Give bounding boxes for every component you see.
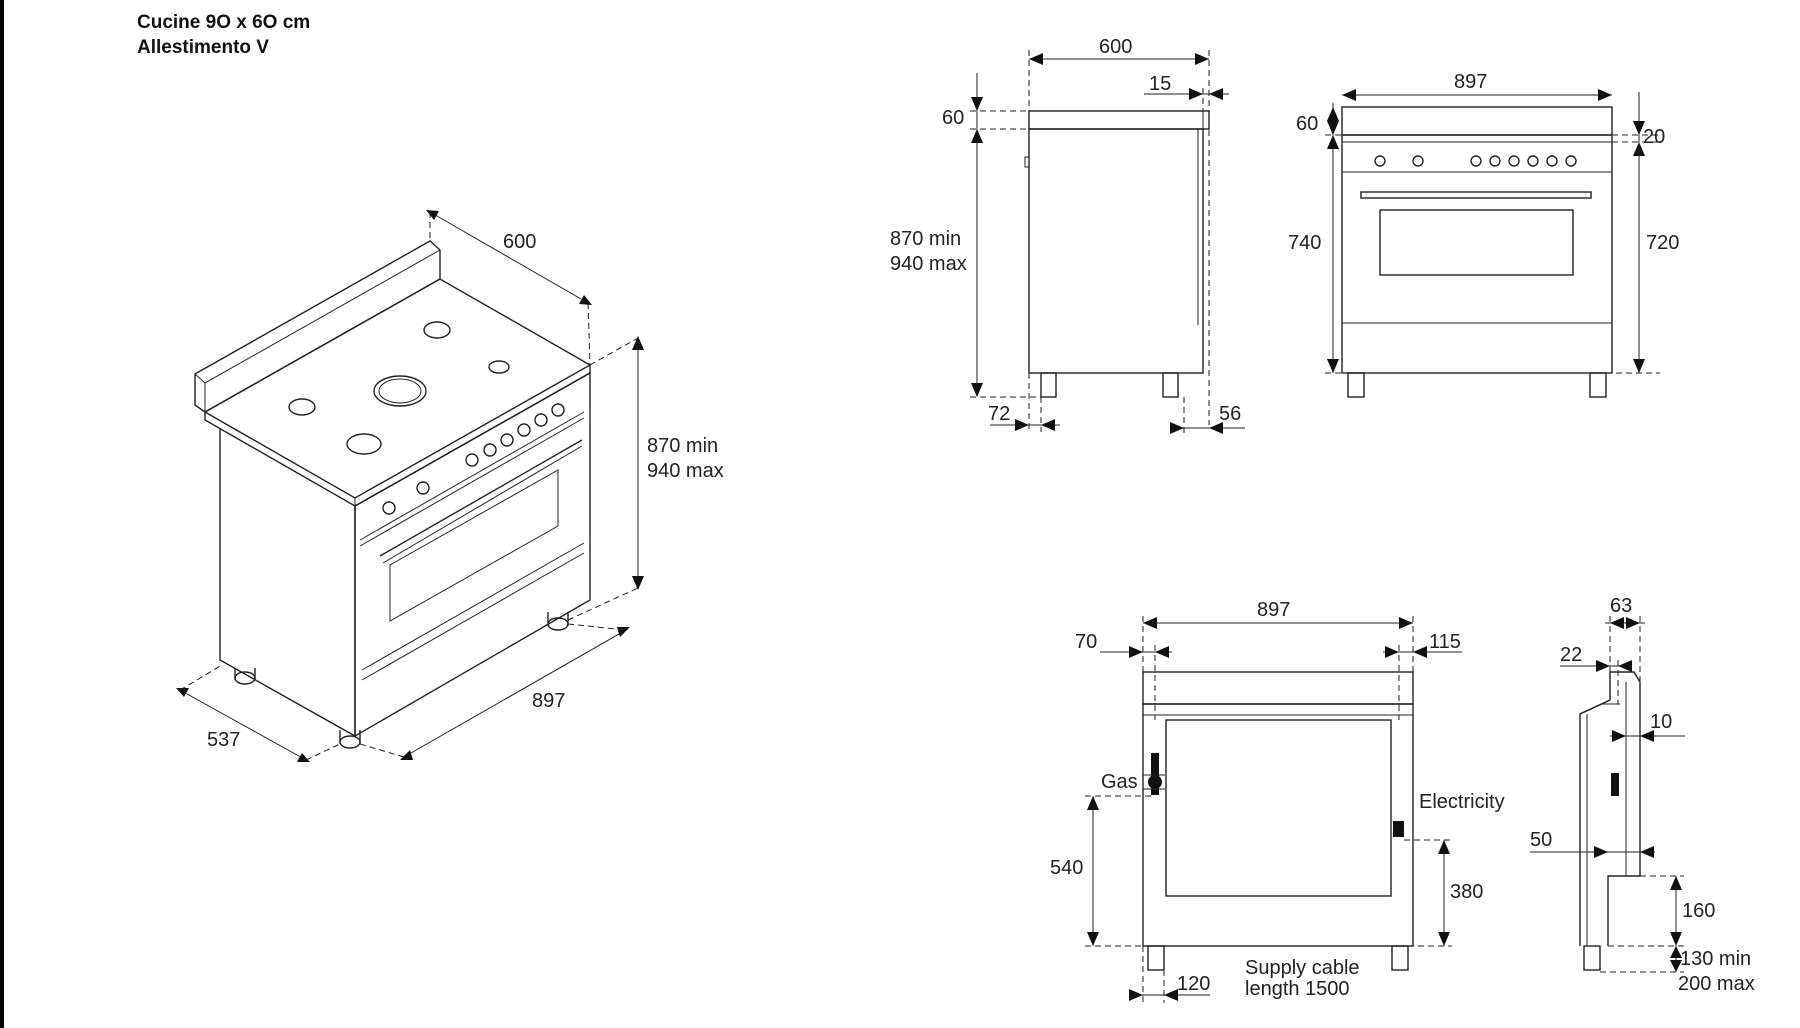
rear-view: Gas Electricity 897 70 115 540	[1050, 599, 1505, 1003]
front-backguard-height: 60	[1296, 113, 1318, 135]
side-view: 600 15 60 870 min 940 max 72 56	[890, 36, 1245, 435]
front-view: 897 60 740 20 720	[1288, 71, 1679, 398]
gas-connector	[1151, 753, 1159, 795]
side-rear-foot: 56	[1219, 403, 1241, 425]
burner-small-3	[488, 360, 510, 374]
iso-depth-label: 600	[503, 231, 536, 253]
iso-hob	[203, 278, 592, 499]
side-depth-label: 600	[1099, 36, 1132, 58]
side-body	[1028, 128, 1204, 374]
rear-width-label: 897	[1257, 599, 1290, 621]
rear-left-offset: 70	[1075, 631, 1097, 653]
iso-front	[354, 371, 591, 738]
iso-side-label: 537	[207, 729, 240, 751]
iso-knobs	[382, 403, 565, 515]
iso-backguard	[194, 240, 441, 413]
section-outline	[1579, 671, 1641, 946]
front-width-label: 897	[1454, 71, 1487, 93]
rear-backguard	[1142, 671, 1414, 705]
iso-width-label: 897	[532, 690, 565, 712]
iso-oven-window	[389, 469, 559, 622]
rear-gas-height: 540	[1050, 857, 1083, 879]
front-oven-handle	[1360, 191, 1592, 199]
cable-line-1: Supply cable	[1245, 957, 1360, 979]
sheet-title: Cucine 9O x 6O cm Allestimento V	[137, 10, 310, 60]
side-front-foot: 72	[988, 403, 1010, 425]
rear-body	[1142, 703, 1414, 947]
burner-small-1	[288, 398, 316, 416]
front-oven-window	[1379, 209, 1574, 276]
cable-line-2: length 1500	[1245, 978, 1350, 1000]
front-body-height: 740	[1288, 232, 1321, 254]
rear-foot-offset: 120	[1177, 973, 1210, 995]
iso-height-min: 870 min	[647, 435, 718, 457]
front-backguard	[1341, 106, 1613, 136]
drawing-sheet: Cucine 9O x 6O cm Allestimento V	[4, 0, 1800, 1028]
section-inner-offset: 22	[1560, 644, 1582, 666]
burner-medium-1	[346, 433, 382, 455]
side-backguard-height: 60	[942, 107, 964, 129]
iso-side	[219, 429, 356, 738]
iso-oven-handle	[379, 439, 583, 557]
isometric-view: 600 870 min 940 max 897 537	[176, 210, 724, 762]
rear-right-offset: 115	[1429, 631, 1461, 653]
front-knobs	[1374, 155, 1577, 167]
side-height-min: 870 min	[890, 228, 961, 250]
iso-height-max: 940 max	[647, 460, 724, 482]
front-top-offset: 20	[1643, 126, 1665, 148]
side-offset-label: 15	[1149, 73, 1171, 95]
section-foot-max: 200 max	[1678, 973, 1755, 995]
title-line-1: Cucine 9O x 6O cm	[137, 12, 311, 33]
section-outlet-offset: 10	[1650, 711, 1672, 733]
gas-label: Gas	[1101, 771, 1138, 793]
front-body	[1341, 134, 1613, 374]
section-view: 63 22 10 50 160 130 min 200 max	[1530, 595, 1755, 995]
section-lower-offset: 50	[1530, 829, 1552, 851]
section-foot-min: 130 min	[1680, 948, 1751, 970]
rear-electricity-height: 380	[1450, 881, 1483, 903]
side-height-max: 940 max	[890, 253, 967, 275]
title-line-2: Allestimento V	[137, 37, 269, 58]
section-total-depth: 63	[1610, 595, 1632, 617]
front-inner-height: 720	[1646, 232, 1679, 254]
burner-large	[373, 375, 427, 407]
burner-small-2	[423, 321, 451, 339]
section-plinth-height: 160	[1682, 900, 1715, 922]
electricity-connector	[1393, 821, 1404, 837]
electricity-label: Electricity	[1419, 791, 1505, 813]
rear-panel	[1165, 719, 1392, 897]
section-connector	[1611, 773, 1619, 796]
